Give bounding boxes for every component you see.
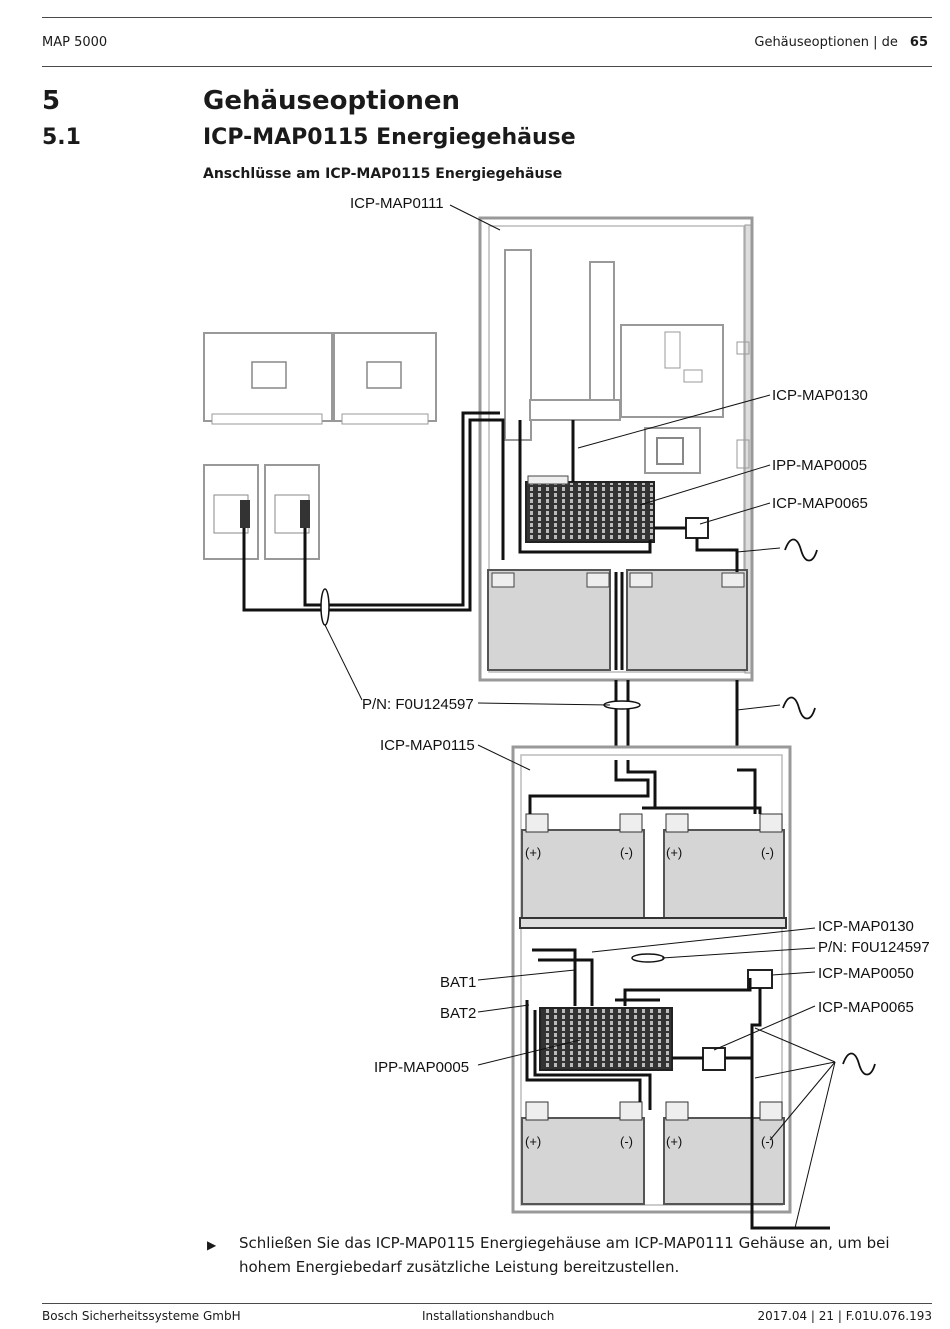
leader-lines [324,204,836,1229]
polarity-minus: (-) [620,1134,633,1149]
label-pn-right: P/N: F0U124597 [818,939,930,956]
polarity-plus: (+) [666,845,682,860]
module-boards [203,332,437,560]
label-ipp-map0005-top: IPP-MAP0005 [772,457,867,474]
header-section: Gehäuseoptionen | de 65 [754,35,928,50]
footer-doc-type: Installationshandbuch [422,1309,555,1323]
wiring-diagram: ICP-MAP0111 ICP-MAP0130 IPP-MAP0005 ICP-… [203,195,930,1230]
label-pn-left: P/N: F0U124597 [362,696,474,713]
footer-doc-ref: 2017.04 | 21 | F.01U.076.193 [757,1309,932,1323]
chapter-number: 5 [42,86,61,116]
housing-icp-map0111 [478,216,754,682]
chapter-title: Gehäuseoptionen [203,86,460,116]
footer-rule [42,1303,932,1304]
label-bat2: BAT2 [440,1005,476,1022]
polarity-plus: (+) [525,1134,541,1149]
header-bottom-rule [42,66,932,67]
label-icp-map0111: ICP-MAP0111 [350,195,444,212]
footer-company: Bosch Sicherheitssysteme GmbH [42,1309,241,1323]
ac-mains-icon [842,1052,876,1076]
polarity-plus: (+) [666,1134,682,1149]
label-bat1: BAT1 [440,974,476,991]
label-icp-map0115: ICP-MAP0115 [380,737,475,754]
section-title: ICP-MAP0115 Energiegehäuse [203,125,576,150]
ac-mains-icon [784,538,818,562]
instruction-text: Schließen Sie das ICP-MAP0115 Energiegeh… [239,1234,890,1276]
housing-icp-map0115 [511,745,792,1214]
header-product: MAP 5000 [42,35,108,50]
label-ipp-map0005-bottom: IPP-MAP0005 [374,1059,469,1076]
header-top-rule [42,17,932,18]
ac-mains-icon [782,696,816,720]
label-icp-map0050: ICP-MAP0050 [818,965,914,982]
mains-symbols [782,538,876,1076]
polarity-minus: (-) [620,845,633,860]
label-icp-map0130-bottom: ICP-MAP0130 [818,918,914,935]
section-number: 5.1 [42,125,81,150]
polarity-minus: (-) [761,1134,774,1149]
figure-title: Anschlüsse am ICP-MAP0115 Energiegehäuse [203,166,563,182]
polarity-plus: (+) [525,845,541,860]
header-section-label: Gehäuseoptionen | de [754,35,898,50]
page-number: 65 [909,35,928,50]
label-icp-map0065-bottom: ICP-MAP0065 [818,999,914,1016]
label-icp-map0130-top: ICP-MAP0130 [772,387,868,404]
polarity-minus: (-) [761,845,774,860]
cables-lower [525,760,830,1230]
instruction-bullet-icon: ▶ [207,1238,217,1252]
label-icp-map0065-top: ICP-MAP0065 [772,495,868,512]
